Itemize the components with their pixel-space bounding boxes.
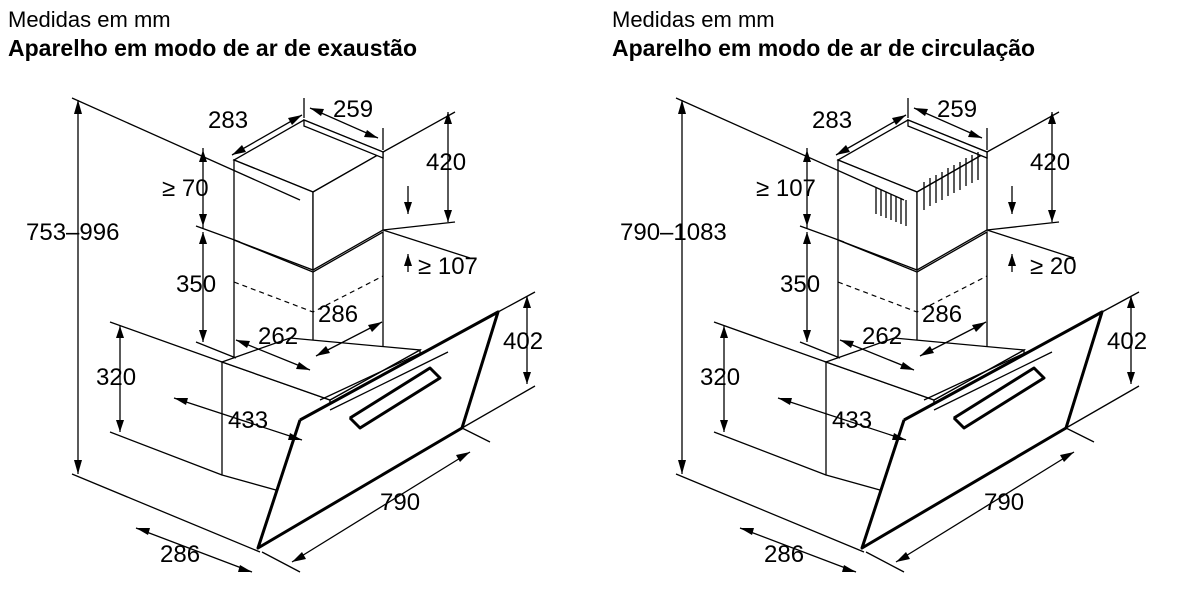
dim-depth: 286 bbox=[160, 541, 200, 568]
panel-exhaust-mode: Medidas em mm Aparelho em modo de ar de … bbox=[8, 7, 543, 573]
dim-chimney-depth: 283 bbox=[208, 107, 248, 134]
dim-depth: 286 bbox=[764, 541, 804, 568]
hood-dimension-drawing: 753–996 283 259 420 ≥ 70 ≥ 107 350 262 2… bbox=[26, 96, 543, 573]
dim-inner-width: 286 bbox=[318, 301, 358, 328]
dimension-lines bbox=[71, 97, 536, 573]
hood-dimension-drawing: 790–1083 283 259 420 ≥ 107 ≥ 20 350 262 … bbox=[620, 96, 1147, 573]
dim-chimney-lower: 350 bbox=[780, 271, 820, 298]
dim-inner-width: 286 bbox=[922, 301, 962, 328]
dim-body-depth: 433 bbox=[832, 407, 872, 434]
diagram-title: Aparelho em modo de ar de circulação bbox=[612, 35, 1036, 61]
dim-inner-depth: 262 bbox=[862, 323, 902, 350]
chimney-upper bbox=[232, 119, 385, 272]
chimney-upper bbox=[836, 119, 989, 272]
dimension-lines bbox=[675, 97, 1140, 573]
dim-width: 790 bbox=[984, 489, 1024, 516]
dim-body-depth: 433 bbox=[228, 407, 268, 434]
dim-total-height: 753–996 bbox=[26, 219, 119, 246]
dim-chimney-width: 259 bbox=[333, 96, 373, 123]
dim-min-offset: ≥ 20 bbox=[1030, 253, 1077, 280]
units-caption: Medidas em mm bbox=[8, 7, 171, 32]
dim-chimney-width: 259 bbox=[937, 96, 977, 123]
panel-recirculation-mode: Medidas em mm Aparelho em modo de ar de … bbox=[604, 0, 1200, 600]
dim-min-ceiling: ≥ 70 bbox=[162, 175, 209, 202]
recirculation-vents bbox=[875, 152, 979, 226]
dim-min-offset: ≥ 107 bbox=[418, 253, 478, 280]
dim-total-height: 790–1083 bbox=[620, 219, 727, 246]
units-caption: Medidas em mm bbox=[612, 7, 775, 32]
dim-width: 790 bbox=[380, 489, 420, 516]
dim-body-height: 320 bbox=[96, 364, 136, 391]
dim-canopy-height: 402 bbox=[503, 328, 543, 355]
dim-chimney-depth: 283 bbox=[812, 107, 852, 134]
dim-canopy-height: 402 bbox=[1107, 328, 1147, 355]
dim-body-height: 320 bbox=[700, 364, 740, 391]
dim-chimney-lower: 350 bbox=[176, 271, 216, 298]
dim-inner-depth: 262 bbox=[258, 323, 298, 350]
dim-top-gap: 420 bbox=[1030, 149, 1070, 176]
dim-top-gap: 420 bbox=[426, 149, 466, 176]
dim-min-ceiling: ≥ 107 bbox=[756, 175, 816, 202]
diagram-title: Aparelho em modo de ar de exaustão bbox=[8, 35, 418, 61]
